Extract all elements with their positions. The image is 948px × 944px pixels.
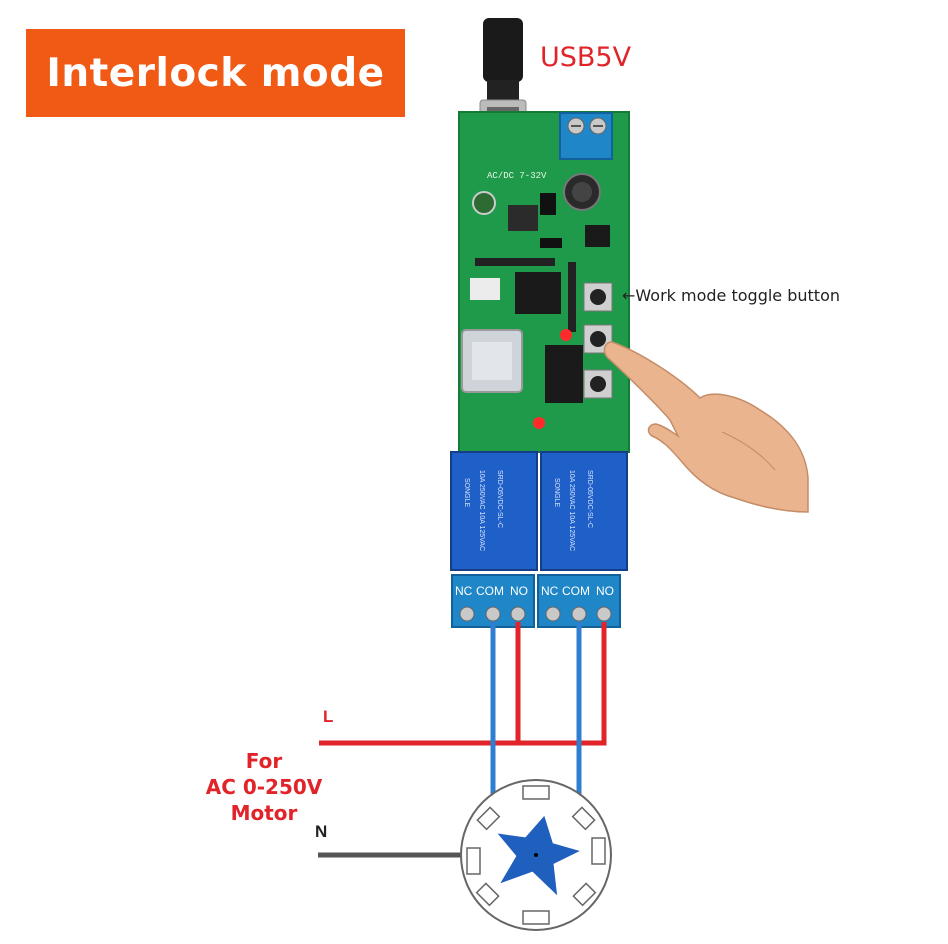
page-title: Interlock mode — [46, 50, 385, 96]
terminal-2-no: NO — [596, 584, 614, 598]
relay-2-rating: 10A 250VAC 10A 125VAC — [568, 470, 575, 551]
terminal-2-com: COM — [562, 584, 590, 598]
power-terminal — [559, 112, 613, 160]
relay-1-brand: SONGLE — [463, 478, 470, 508]
pointing-hand — [603, 341, 809, 513]
power-led — [533, 417, 545, 429]
live-wire — [319, 622, 607, 746]
pcb-marking: AC/DC 7-32V — [487, 171, 547, 181]
terminal-2-nc: NC — [541, 584, 559, 598]
terminal-1-com: COM — [476, 584, 504, 598]
motor-label-line-2: AC 0-250V — [205, 775, 323, 799]
toggle-button-label: ←Work mode toggle button — [622, 286, 840, 305]
terminal-block-2: NC COM NO — [537, 574, 621, 628]
title-banner: Interlock mode — [26, 29, 405, 117]
motor-label: For AC 0-250V Motor — [170, 748, 358, 826]
motor-symbol — [460, 779, 612, 931]
line-label: L — [323, 707, 334, 726]
terminal-1-no: NO — [510, 584, 528, 598]
relay-2-brand: SONGLE — [553, 478, 560, 508]
motor-label-line-3: Motor — [230, 801, 298, 825]
motor-wires — [490, 622, 582, 795]
relay-1-model: SRD-05VDC-SL-C — [496, 470, 503, 528]
terminal-block-1: NC COM NO — [451, 574, 535, 628]
status-led — [560, 329, 572, 341]
power-label: USB5V — [540, 42, 632, 73]
aux-button[interactable] — [583, 369, 613, 399]
relay-2: SRD-05VDC-SL-C 10A 250VAC 10A 125VAC SON… — [540, 451, 628, 571]
relay-2-model: SRD-05VDC-SL-C — [586, 470, 593, 528]
neutral-label: N — [315, 822, 328, 841]
relay-1-rating: 10A 250VAC 10A 125VAC — [478, 470, 485, 551]
motor-label-line-1: For — [245, 749, 283, 773]
terminal-1-nc: NC — [455, 584, 473, 598]
relay-1: SRD-05VDC-SL-C 10A 250VAC 10A 125VAC SON… — [450, 451, 538, 571]
reset-button[interactable] — [583, 282, 613, 312]
pcb-board: AC/DC 7-32V — [458, 111, 630, 453]
